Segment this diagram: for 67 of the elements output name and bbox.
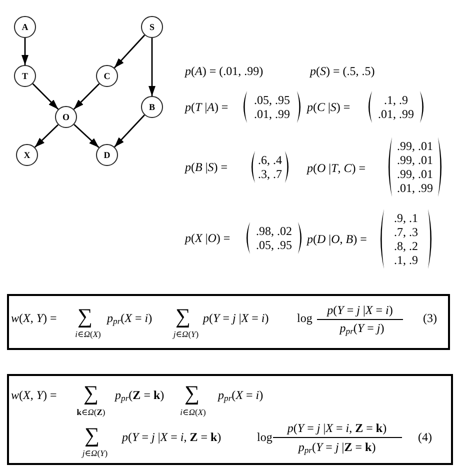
matrix-row: .6, .4 [258, 153, 282, 167]
matrix-row: .1, .9 [394, 253, 418, 267]
graph-node: A [14, 16, 36, 38]
arrow [114, 114, 146, 148]
summation-limit: k∈Ω(Z) [76, 407, 106, 417]
probability-formula: p(A) = (.01, .99) [185, 64, 264, 78]
graph-node: D [96, 144, 118, 166]
equation-box [7, 374, 453, 465]
probability-formula: p(S) = (.5, .5) [310, 64, 375, 78]
summation-limit: i∈Ω(X) [180, 407, 206, 417]
math-expression: p$_{pr}$(Y = j) [340, 321, 384, 335]
arrow [73, 83, 100, 110]
graph-node: O [55, 106, 77, 128]
math-expression: p(Y = j |X = i) [327, 303, 393, 317]
summation-sign: ∑ [84, 381, 98, 405]
probability-formula: p(X |O) = [185, 231, 230, 245]
equation-box [7, 294, 450, 350]
math-operator: log [257, 430, 272, 444]
probability-formula: p(B |S) = [185, 160, 228, 174]
arrow [74, 124, 100, 148]
matrix-row: .01, .99 [378, 107, 414, 121]
summation-sign: ∑ [176, 304, 190, 328]
matrix-row: .05, .95 [254, 93, 290, 107]
matrix-row: .98, .02 [256, 224, 292, 238]
math-expression: p(Y = j |X = i, Z = k) [287, 421, 387, 435]
arrow [114, 34, 146, 68]
probability-formula: p(C |S) = [307, 100, 350, 114]
summation-limit: i∈Ω(X) [75, 329, 101, 339]
equation-number: (4) [418, 430, 432, 444]
summation-sign: ∑ [78, 304, 92, 328]
matrix-row: .9, .1 [394, 211, 418, 225]
graph-node: X [16, 144, 38, 166]
summation-limit: j∈Ω(Y) [82, 448, 108, 458]
math-expression: p(Y = j |X = i, Z = k) [122, 430, 222, 444]
probability-formula: p(O |T, C) = [307, 161, 366, 175]
summation-sign: ∑ [84, 423, 100, 447]
math-expression: p$_{pr}$(X = i) [107, 311, 152, 325]
matrix-row: .8, .2 [394, 239, 418, 253]
matrix-row: .99, .01 [397, 139, 433, 153]
graph-node: C [96, 65, 118, 87]
graph-node: B [141, 96, 163, 118]
math-expression: p$_{pr}$(Y = j |Z = k) [298, 440, 376, 454]
math-expression: p$_{pr}$(Z = k) [115, 388, 164, 402]
math-expression: p(Y = j |X = i) [203, 311, 269, 325]
probability-formula: p(T |A) = [185, 100, 228, 114]
matrix-row: .01, .99 [397, 181, 433, 195]
matrix-row: .3, .7 [258, 167, 282, 181]
probability-formula: p(D |O, B) = [307, 232, 367, 246]
arrow [148, 38, 156, 96]
equation-number: (3) [423, 311, 437, 325]
matrix-row: .1, .9 [384, 93, 408, 107]
matrix-row: .01, .99 [254, 107, 290, 121]
summation-sign: ∑ [184, 381, 200, 405]
math-operator: log [297, 311, 312, 325]
summation-limit: j∈Ω(Y) [173, 329, 199, 339]
math-expression: w(X, Y) = [11, 311, 57, 325]
math-expression: p$_{pr}$(X = i) [218, 388, 264, 402]
matrix-row: .99, .01 [397, 167, 433, 181]
arrow [22, 38, 28, 65]
arrow [32, 83, 59, 110]
matrix-row: .05, .95 [256, 238, 292, 252]
matrix-row: .7, .3 [394, 225, 418, 239]
math-expression: w(X, Y) = [11, 388, 57, 402]
graph-node: T [14, 65, 36, 87]
matrix-row: .99, .01 [397, 153, 433, 167]
graph-node: S [141, 16, 163, 38]
arrow [34, 124, 59, 148]
